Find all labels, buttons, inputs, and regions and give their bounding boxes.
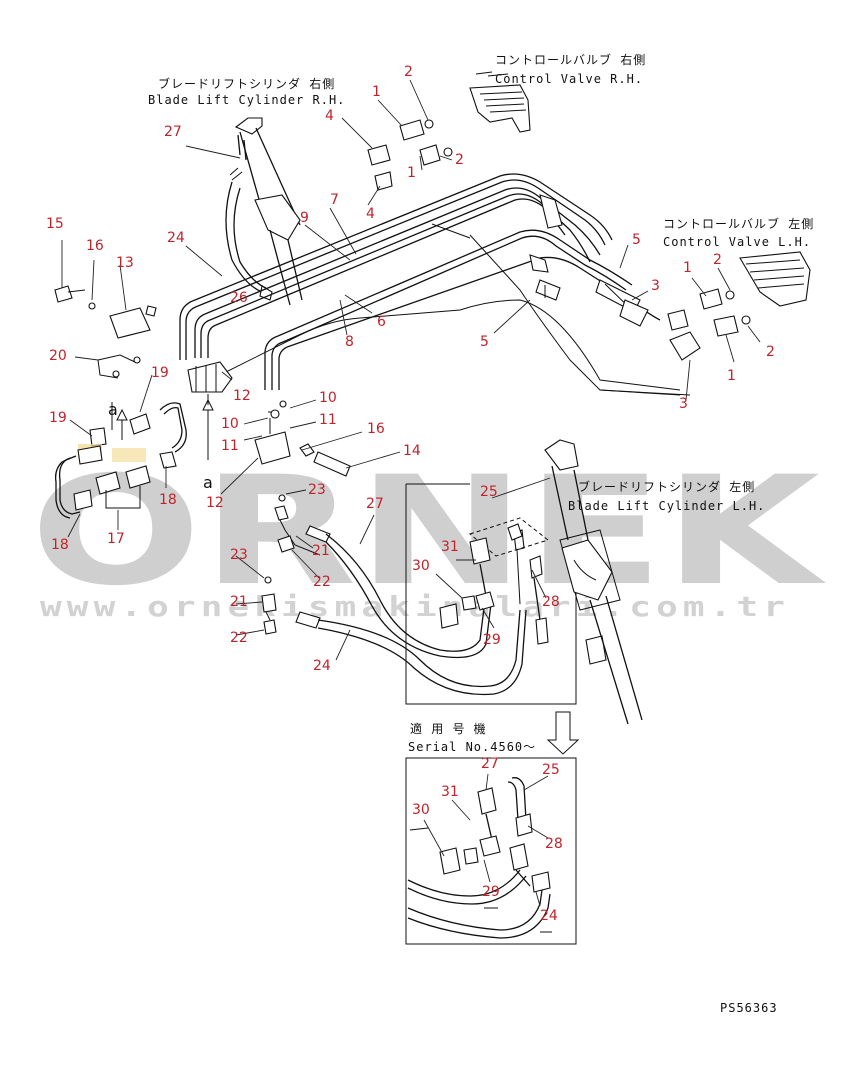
callout-6: 6 — [377, 314, 386, 330]
callout-21-upper: 21 — [312, 543, 330, 559]
callout-9: 9 — [300, 210, 309, 226]
callout-16-lower: 16 — [367, 421, 385, 437]
highlight-block-17 — [112, 448, 146, 462]
callout-18-right: 18 — [159, 492, 177, 508]
callout-22-upper: 22 — [313, 574, 331, 590]
callout-28-upper: 28 — [542, 594, 560, 610]
callout-4-upper: 4 — [325, 108, 334, 124]
caption-cv-lh-en: Control Valve L.H. — [663, 235, 811, 249]
callout-25-serial: 25 — [542, 762, 560, 778]
callout-24-middle: 24 — [313, 658, 331, 674]
callout-5-upper: 5 — [632, 232, 641, 248]
callout-7: 7 — [330, 192, 339, 208]
detail-a — [54, 285, 214, 519]
callout-10-lower: 10 — [221, 416, 239, 432]
caption-cv-rh-jp: コントロールバルブ 右側 — [495, 52, 646, 67]
caption-cv-rh-en: Control Valve R.H. — [495, 72, 643, 86]
callout-24-serial: 24 — [540, 908, 558, 924]
callout-3-upper: 3 — [651, 278, 660, 294]
blade-lift-cylinder-lh — [544, 439, 643, 725]
callout-8: 8 — [345, 334, 354, 350]
callout-18-left: 18 — [51, 537, 69, 553]
callout-11-upper: 11 — [319, 412, 337, 428]
callout-19-upper: 19 — [151, 365, 169, 381]
callout-27-serial: 27 — [481, 756, 499, 772]
caption-applicable-jp: 適 用 号 機 — [410, 721, 487, 736]
callout-21-lower: 21 — [230, 594, 248, 610]
callout-29-upper: 29 — [483, 632, 501, 648]
junction-block-12 — [187, 361, 351, 477]
callout-17: 17 — [107, 531, 125, 547]
control-valve-rh — [367, 71, 531, 191]
callout-5-lower: 5 — [480, 334, 489, 350]
callout-3-lower: 3 — [679, 396, 688, 412]
caption-serial: Serial No.4560～ — [408, 740, 536, 754]
caption-blade-lh-jp: ブレードリフトシリンダ 左側 — [578, 479, 755, 494]
callout-2-cv-lh-upper: 2 — [713, 252, 722, 268]
callout-11-lower: 11 — [221, 438, 239, 454]
callout-10-upper: 10 — [319, 390, 337, 406]
pipe-bundle — [179, 173, 661, 390]
callout-12-lower: 12 — [206, 495, 224, 511]
callout-25-upper: 25 — [480, 484, 498, 500]
callout-2-cv-rh-lower: 2 — [455, 152, 464, 168]
view-label-a-upper: a — [108, 400, 118, 419]
watermark-url: www.ornekismakinalari.com.tr — [40, 590, 790, 623]
callout-13: 13 — [116, 255, 134, 271]
callout-1-cv-rh-lower: 1 — [407, 165, 416, 181]
callout-12-upper: 12 — [233, 388, 251, 404]
callout-30-serial: 30 — [412, 802, 430, 818]
callout-22-lower: 22 — [230, 630, 248, 646]
captions: ブレードリフトシリンダ 右側 Blade Lift Cylinder R.H. … — [108, 52, 814, 1015]
detail-box-upper — [405, 483, 621, 705]
callout-16-upper: 16 — [86, 238, 104, 254]
callout-23-lower: 23 — [230, 547, 248, 563]
callout-30-upper: 30 — [412, 558, 430, 574]
frame-outline — [209, 223, 691, 396]
callout-20: 20 — [49, 348, 67, 364]
callout-1-cv-lh-upper: 1 — [683, 260, 692, 276]
blade-lift-cylinder-rh — [225, 117, 303, 306]
callout-19-lower: 19 — [49, 410, 67, 426]
callout-2-cv-lh-lower: 2 — [766, 344, 775, 360]
callout-1-cv-lh-lower: 1 — [727, 368, 736, 384]
callout-14: 14 — [403, 443, 421, 459]
caption-blade-rh-jp: ブレードリフトシリンダ 右側 — [158, 76, 335, 91]
control-valve-lh — [667, 251, 811, 361]
callout-24-upper: 24 — [167, 230, 185, 246]
callout-27-middle: 27 — [366, 496, 384, 512]
callout-23-upper: 23 — [308, 482, 326, 498]
view-label-a-lower: a — [203, 473, 213, 492]
callout-28-serial: 28 — [545, 836, 563, 852]
part-number-callouts: 1 1 1 1 2 2 2 2 3 3 4 4 5 5 6 7 8 9 10 1… — [46, 64, 775, 924]
callout-29-serial: 29 — [482, 884, 500, 900]
callout-15: 15 — [46, 216, 64, 232]
caption-part-code: PS56363 — [720, 1001, 778, 1015]
caption-cv-lh-jp: コントロールバルブ 左側 — [663, 216, 814, 231]
callout-27-upper: 27 — [164, 124, 182, 140]
callout-31-serial: 31 — [441, 784, 459, 800]
callout-31-upper: 31 — [441, 539, 459, 555]
caption-blade-lh-en: Blade Lift Cylinder L.H. — [568, 499, 765, 513]
caption-blade-rh-en: Blade Lift Cylinder R.H. — [148, 93, 345, 107]
leader-lines — [61, 79, 761, 907]
serial-detail-box — [405, 711, 580, 945]
callout-1-cv-rh-upper: 1 — [372, 84, 381, 100]
watermark: ORNEK www.ornekismakinalari.com.tr — [30, 445, 826, 623]
callout-4-lower: 4 — [366, 206, 375, 222]
callout-26: 26 — [230, 290, 248, 306]
watermark-brand: ORNEK — [30, 445, 826, 619]
callout-2-cv-rh-upper: 2 — [404, 64, 413, 80]
